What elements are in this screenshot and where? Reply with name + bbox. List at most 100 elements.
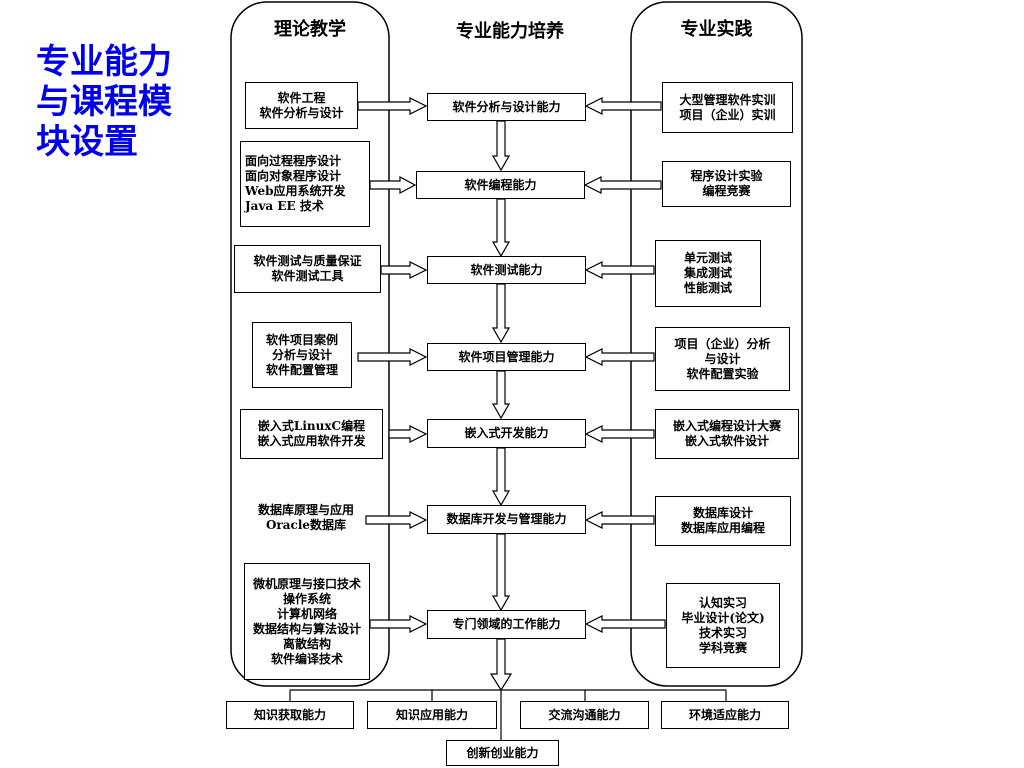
practice-line: 软件配置实验	[686, 366, 759, 381]
theory-arrow	[380, 261, 428, 279]
flow-arrow	[491, 447, 511, 507]
outcome-connectors	[289, 689, 727, 740]
practice-line: 技术实习	[698, 625, 747, 640]
practice-box: 认知实习 毕业设计(论文) 技术实习 学科竞赛	[666, 583, 780, 668]
practice-box: 大型管理软件实训 项目（企业）实训	[662, 82, 793, 133]
theory-course-box: 微机原理与接口技术 操作系统 计算机网络 数据结构与算法设计 离散结构 软件编译…	[244, 563, 370, 680]
ability-box: 软件项目管理能力	[427, 343, 586, 371]
course-line: 分析与设计	[271, 347, 332, 362]
practice-arrow	[584, 348, 655, 366]
course-line: 软件工程	[277, 90, 326, 105]
ability-flow-arrows	[489, 120, 513, 692]
course-line: 软件配置管理	[265, 362, 338, 377]
course-line: 软件分析与设计	[259, 105, 344, 120]
flow-arrow	[489, 638, 513, 692]
practice-arrow	[584, 615, 666, 633]
course-line: 软件项目案例	[265, 332, 338, 347]
practice-box: 单元测试 集成测试 性能测试	[655, 240, 761, 307]
practice-line: 学科竞赛	[698, 640, 747, 655]
theory-arrows	[357, 97, 428, 633]
theory-course-box: 软件测试与质量保证 软件测试工具	[234, 245, 381, 293]
practice-line: 嵌入式软件设计	[684, 434, 769, 448]
page-title-line: 块设置	[36, 122, 138, 162]
ability-column-title: 专业能力培养	[456, 21, 564, 42]
practice-line: 毕业设计(论文)	[681, 610, 765, 625]
practice-column-title: 专业实践	[680, 19, 753, 40]
final-outcome-box: 创新创业能力	[446, 740, 559, 766]
course-line: 离散结构	[282, 636, 331, 651]
course-line: 面向对象程序设计	[245, 169, 342, 183]
practice-line: 数据库应用编程	[680, 521, 765, 535]
course-line: Web应用系统开发	[245, 184, 346, 198]
course-line: 软件编译技术	[270, 651, 343, 666]
practice-line: 嵌入式编程设计大赛	[672, 419, 781, 433]
course-line: 数据结构与算法设计	[252, 621, 361, 636]
practice-arrow	[583, 176, 662, 194]
practice-line: 与设计	[704, 351, 741, 366]
practice-line: 集成测试	[683, 266, 732, 280]
practice-line: 性能测试	[683, 281, 732, 295]
practice-line: 项目（企业）分析	[674, 336, 771, 351]
outcome-box: 知识应用能力	[367, 701, 497, 729]
practice-arrow	[584, 425, 655, 443]
outcome-box: 环境适应能力	[661, 701, 789, 729]
outcome-box: 知识获取能力	[226, 701, 354, 729]
ability-box: 嵌入式开发能力	[427, 419, 586, 448]
practice-line: 程序设计实验	[690, 169, 763, 183]
ability-box: 软件分析与设计能力	[427, 93, 586, 121]
practice-arrow	[584, 511, 655, 529]
theory-arrow	[357, 97, 428, 115]
page-title-line: 专业能力	[36, 42, 172, 82]
course-line: 计算机网络	[276, 606, 337, 621]
outcome-box: 交流沟通能力	[520, 701, 649, 729]
practice-box: 项目（企业）分析 与设计 软件配置实验	[655, 327, 790, 391]
practice-line: 大型管理软件实训	[679, 92, 776, 107]
theory-course-box: 软件工程 软件分析与设计	[245, 82, 358, 129]
practice-box: 程序设计实验 编程竞赛	[662, 161, 791, 207]
flow-arrow	[491, 283, 511, 344]
theory-arrow	[369, 615, 428, 633]
theory-course-box: 嵌入式LinuxC编程 嵌入式应用软件开发	[240, 409, 383, 459]
practice-column-frame	[630, 1, 803, 687]
practice-arrow	[584, 261, 655, 279]
ability-box: 软件编程能力	[416, 171, 585, 199]
course-line: 软件测试工具	[271, 269, 344, 283]
course-line: 面向过程程序设计	[245, 154, 342, 168]
course-line: Java EE 技术	[245, 199, 324, 213]
course-line: Oracle数据库	[265, 518, 347, 532]
practice-box: 数据库设计 数据库应用编程	[655, 496, 791, 546]
practice-line: 编程竞赛	[702, 184, 751, 198]
theory-arrow	[365, 511, 428, 529]
practice-box: 嵌入式编程设计大赛 嵌入式软件设计	[655, 409, 799, 459]
flow-arrow	[491, 198, 511, 258]
practice-line: 认知实习	[698, 595, 747, 610]
course-line: 数据库原理与应用	[257, 503, 354, 517]
ability-box: 数据库开发与管理能力	[427, 505, 586, 534]
theory-column-title: 理论教学	[274, 19, 346, 40]
course-line: 软件测试与质量保证	[253, 254, 362, 268]
page-title: 专业能力 与课程模 块设置	[36, 42, 186, 162]
course-line: 操作系统	[282, 591, 331, 606]
flow-arrow	[491, 120, 511, 172]
course-line: 嵌入式应用软件开发	[257, 434, 366, 448]
flow-arrow	[491, 370, 511, 420]
theory-course-box: 面向过程程序设计 面向对象程序设计 Web应用系统开发 Java EE 技术	[240, 141, 370, 227]
flow-arrow	[491, 533, 511, 612]
practice-line: 单元测试	[683, 251, 732, 265]
ability-box: 软件测试能力	[427, 256, 586, 284]
course-line: 微机原理与接口技术	[252, 576, 361, 591]
course-line: 嵌入式LinuxC编程	[257, 419, 366, 433]
theory-arrow	[369, 176, 417, 194]
practice-line: 数据库设计	[692, 506, 753, 520]
theory-column-frame	[230, 1, 390, 687]
theory-course-box: 软件项目案例 分析与设计 软件配置管理	[252, 322, 352, 388]
practice-arrow	[584, 97, 662, 115]
theory-course-box: 数据库原理与应用 Oracle数据库	[246, 498, 366, 538]
page-title-line: 与课程模	[36, 82, 172, 122]
practice-line: 项目（企业）实训	[679, 107, 776, 122]
ability-box: 专门领域的工作能力	[427, 610, 586, 639]
theory-arrow	[388, 425, 428, 443]
theory-arrow	[357, 348, 428, 366]
practice-arrows	[583, 97, 666, 633]
